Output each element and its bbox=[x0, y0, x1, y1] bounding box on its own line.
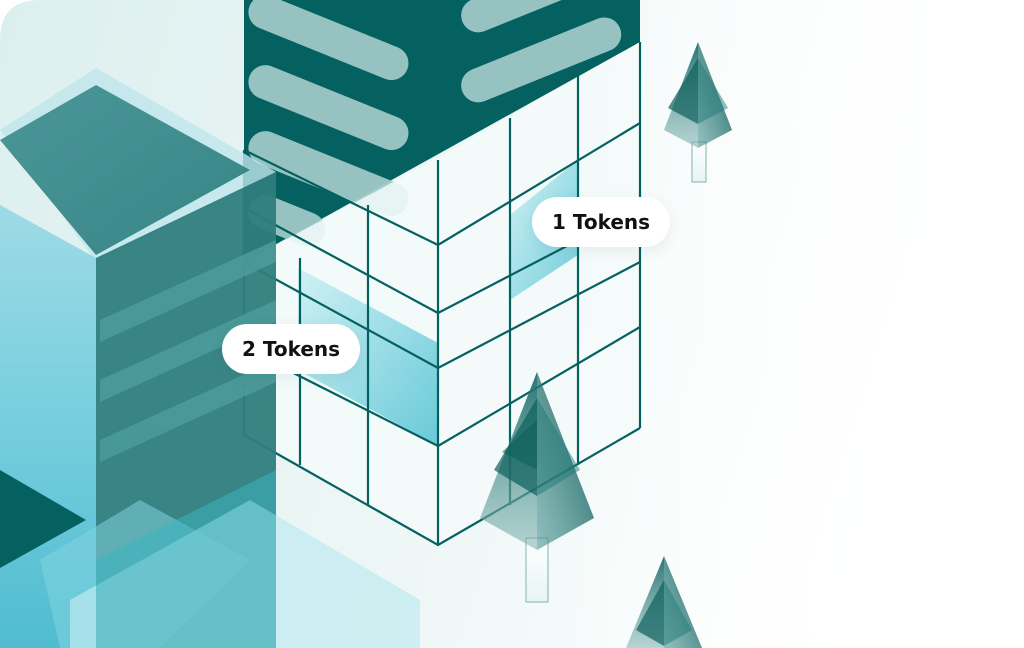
token-label-1: 1 Tokens bbox=[532, 197, 671, 247]
tree-icon bbox=[480, 372, 594, 603]
glass-building bbox=[0, 68, 420, 648]
tree-icon bbox=[664, 42, 732, 183]
tree-icon bbox=[626, 556, 702, 648]
token-label-2: 2 Tokens bbox=[222, 324, 361, 374]
